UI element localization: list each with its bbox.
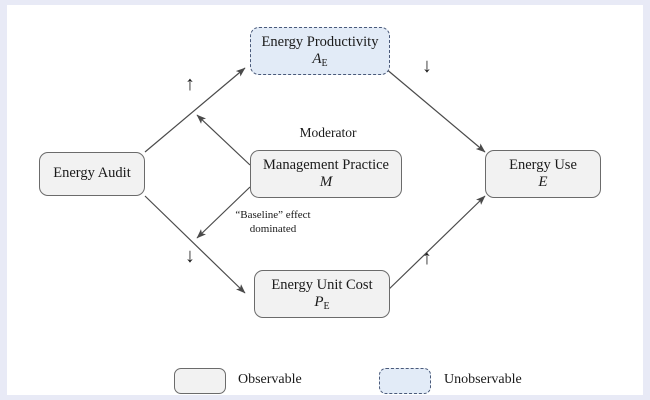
sign-marker-audit-to-productivity: ↑ [185,73,195,95]
node-energy-use-symbol: E [538,173,548,190]
diagram-canvas: ↑ ↓ ↓ ↑ Moderator “Baseline” effect domi… [7,5,643,395]
node-energy-audit-title: Energy Audit [53,165,131,182]
node-energy-unit-cost-symbol: PE [314,293,330,312]
node-energy-use[interactable]: Energy Use E [485,150,601,198]
node-energy-productivity-title: Energy Productivity [261,33,379,50]
legend-swatch-observable [174,368,226,394]
legend-label-observable: Observable [238,372,302,387]
baseline-effect-line-2: dominated [249,223,297,236]
node-energy-unit-cost[interactable]: Energy Unit Cost PE [254,270,390,318]
node-management-practice-symbol: M [319,173,333,190]
edge-moderator-upper [196,114,251,166]
node-management-practice[interactable]: Management Practice M [250,150,402,198]
legend-label-unobservable: Unobservable [444,372,522,387]
node-energy-use-title: Energy Use [509,156,577,173]
baseline-effect-annotation: “Baseline” effect dominated [213,208,333,237]
node-energy-productivity[interactable]: Energy Productivity AE [250,27,390,75]
edge-unit-cost-to-use [384,195,486,294]
sign-marker-audit-to-unit-cost: ↓ [185,245,195,267]
moderator-label: Moderator [299,125,357,140]
node-energy-productivity-symbol: AE [312,50,328,69]
baseline-effect-line-1: “Baseline” effect [235,209,311,221]
node-energy-audit[interactable]: Energy Audit [39,152,145,196]
sign-marker-unit-cost-to-use: ↑ [422,247,432,269]
edge-audit-to-productivity [144,67,246,153]
legend-swatch-unobservable [379,368,431,394]
node-management-practice-title: Management Practice [262,156,389,173]
node-energy-unit-cost-title: Energy Unit Cost [271,276,373,293]
sign-marker-productivity-to-use: ↓ [422,55,432,77]
